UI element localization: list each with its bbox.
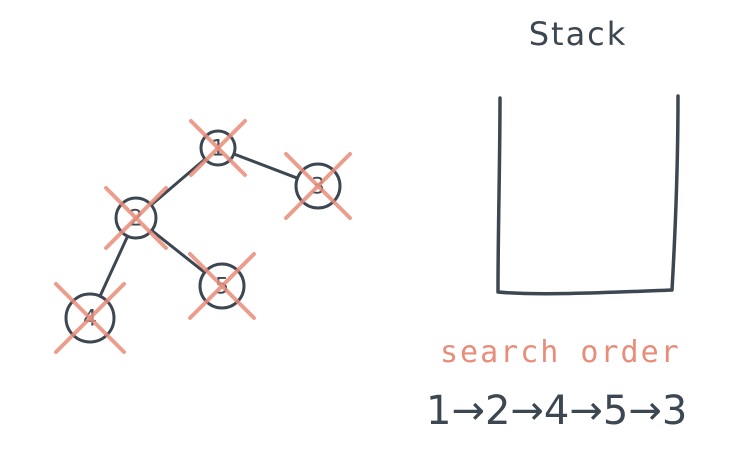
tree-node-2: 2 — [104, 186, 168, 250]
tree-node-4: 4 — [54, 282, 126, 354]
tree-edge-2-5 — [150, 228, 207, 274]
tree-edge-2-4 — [98, 234, 130, 298]
visited-cross-mark — [188, 252, 256, 320]
node-circle — [198, 262, 246, 310]
tree-edge-1-2 — [149, 157, 207, 207]
stack-container — [496, 94, 680, 296]
node-circle — [114, 196, 158, 240]
tree-nodes: 12 3 45 — [54, 119, 352, 354]
tree-edge-1-3 — [232, 152, 299, 180]
tree-edges — [98, 152, 299, 298]
node-circle — [294, 162, 342, 210]
visited-cross-mark — [104, 186, 168, 250]
visited-cross-mark — [284, 152, 352, 220]
tree-node-1: 1 — [189, 119, 247, 177]
stack-title: Stack — [529, 15, 628, 53]
tree-node-5: 5 — [188, 252, 256, 320]
search-order-caption: search order — [440, 335, 681, 370]
node-circle — [199, 129, 237, 167]
search-order-sequence: 1→2→4→5→3 — [426, 388, 687, 434]
node-circle — [64, 292, 116, 344]
visited-cross-mark — [189, 119, 247, 177]
tree-node-3: 3 — [284, 152, 352, 220]
visited-cross-mark — [54, 282, 126, 354]
